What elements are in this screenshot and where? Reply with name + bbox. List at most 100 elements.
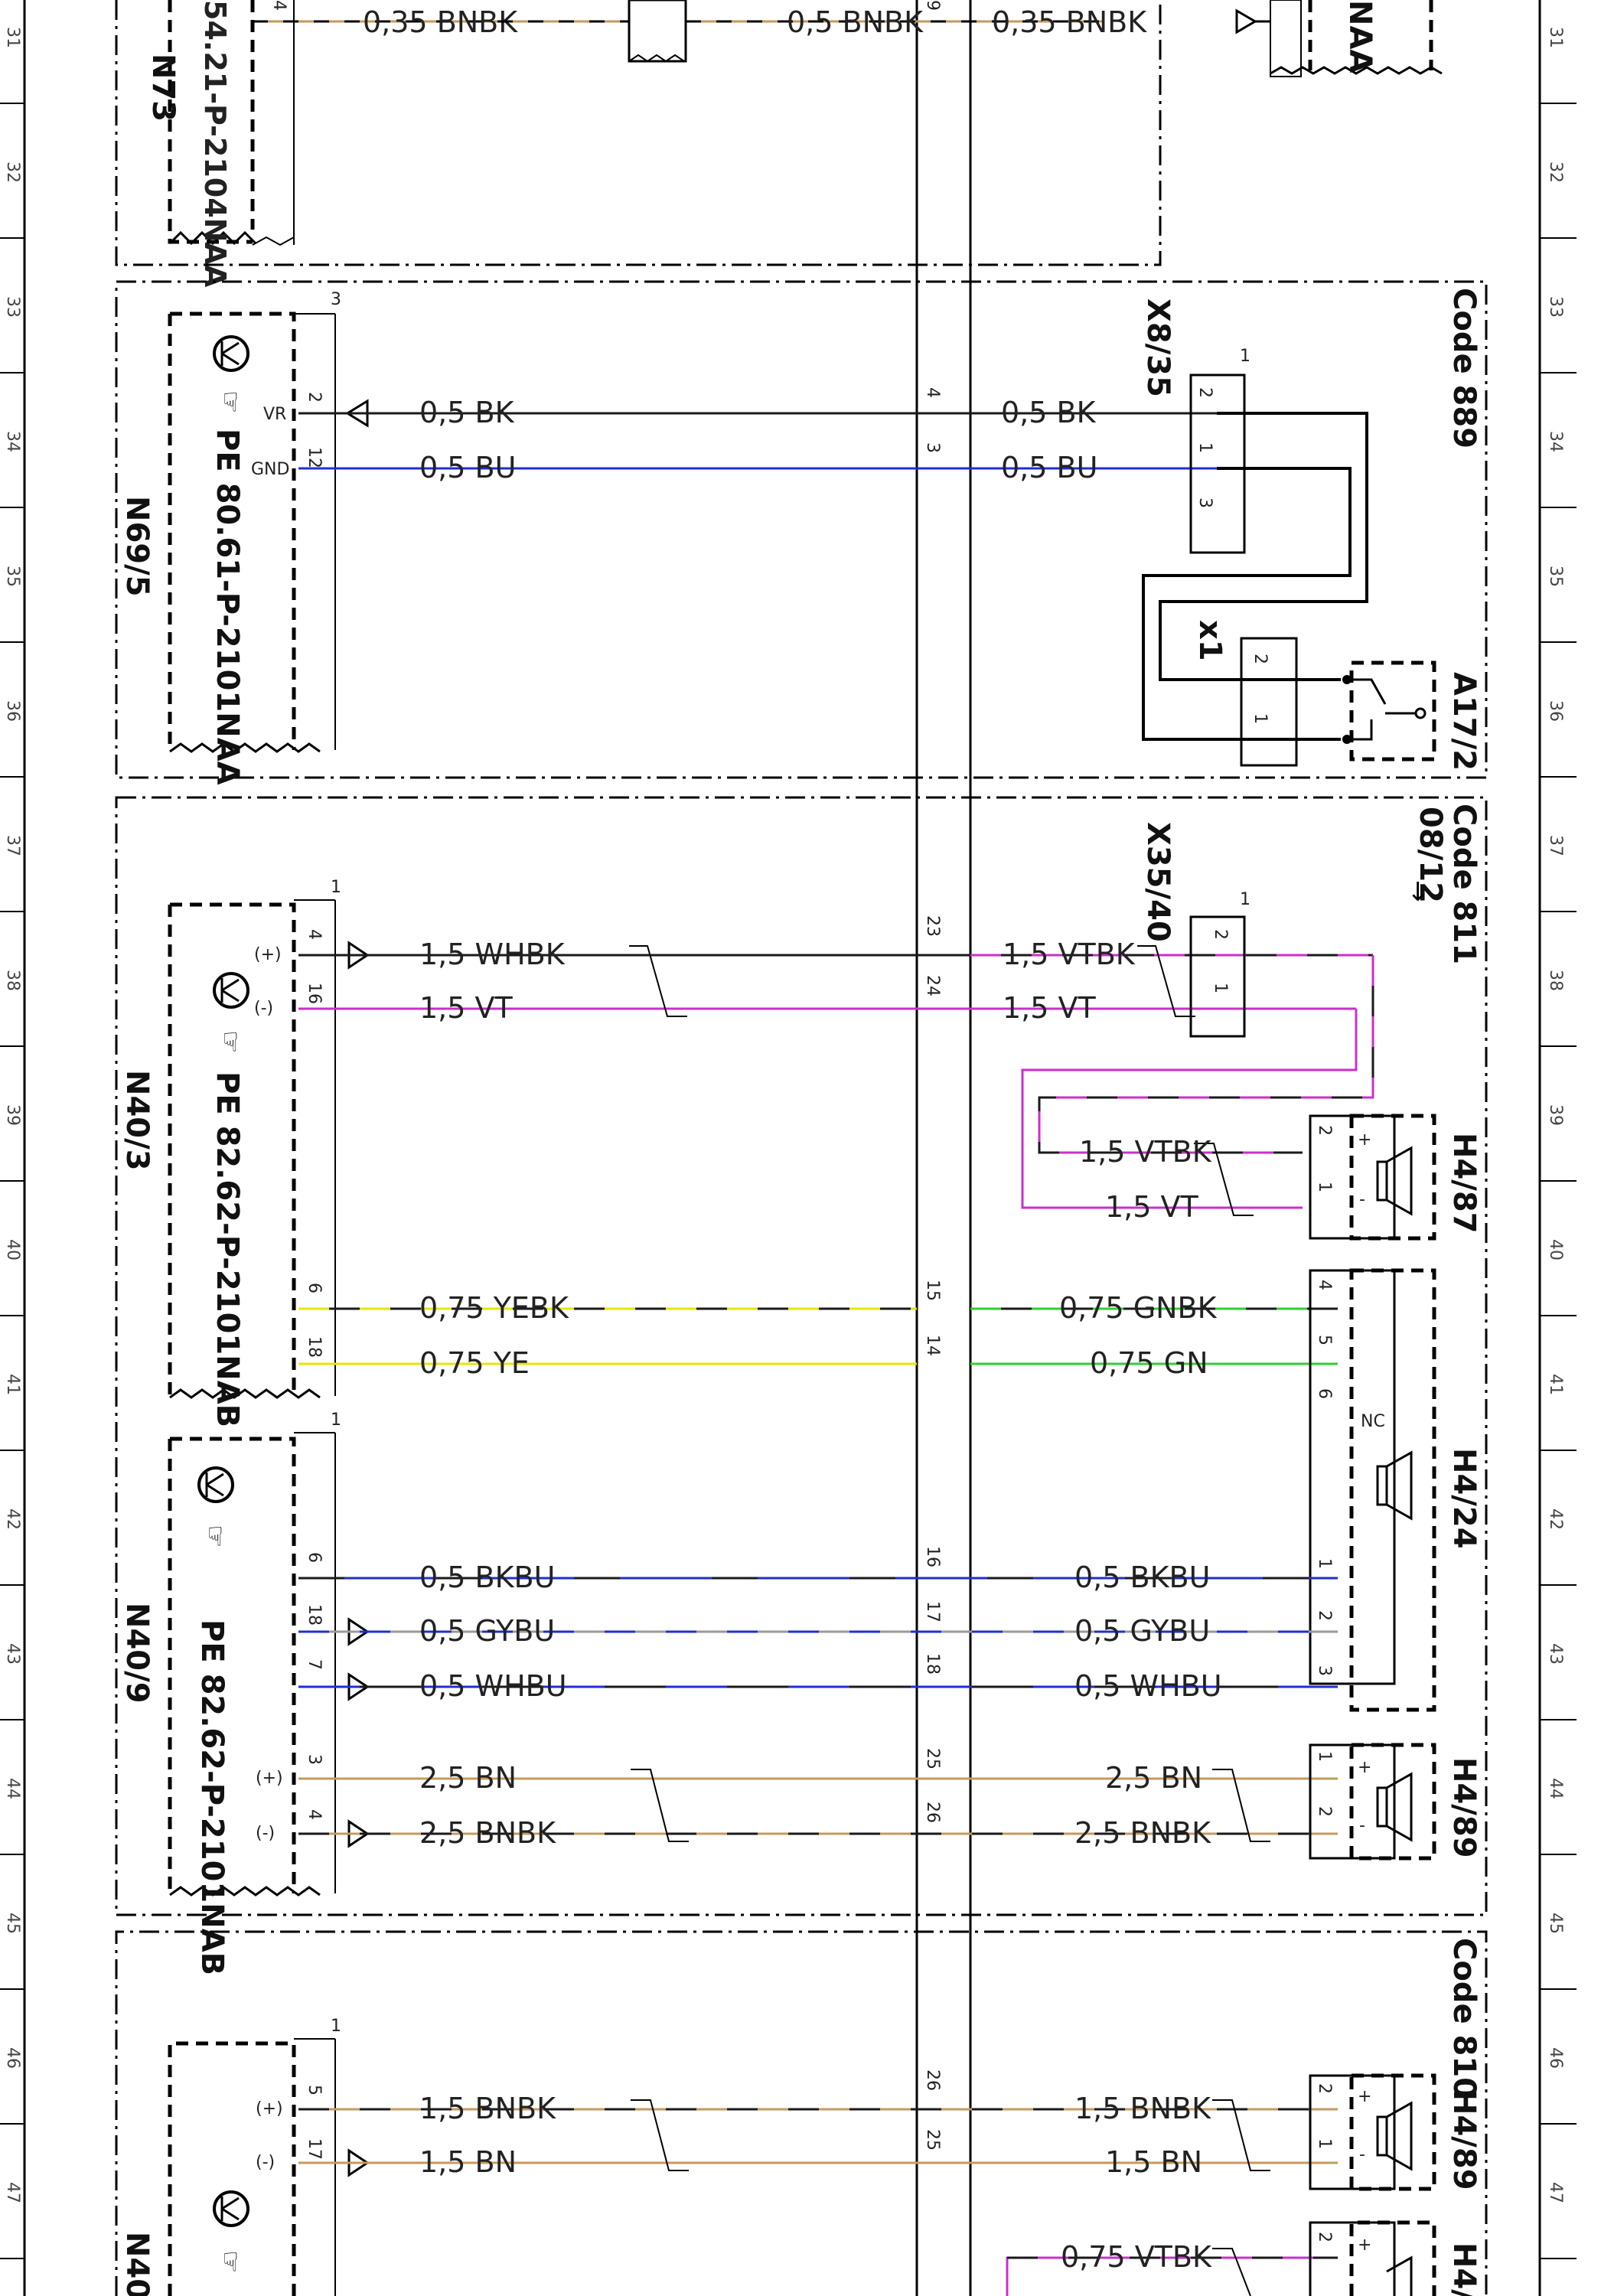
wire-label-811-whbu: 0,5 WHBU	[419, 1669, 567, 1703]
speaker-h4-87	[1349, 1114, 1436, 1241]
connector-x8-35	[1189, 373, 1246, 554]
module-pin-header-889: 3	[331, 290, 341, 309]
wire-label-889-3: 0,5 BK	[1001, 396, 1097, 429]
pin-mid-14: 14	[923, 1335, 942, 1356]
wire-label-top-1: 0,35 BNBK	[363, 5, 518, 39]
wire-label-top-2: 0,5 BNBK	[787, 5, 924, 39]
pin-name-gnd: GND	[251, 460, 289, 479]
pe-label-n69-5: PE 80.61-P-2101NAA	[210, 429, 245, 785]
transistor-icon	[213, 335, 249, 372]
h4-89-pin-2: 2	[1315, 1806, 1334, 1817]
wire-label-811-bnbk-r: 2,5 BNBK	[1074, 1816, 1211, 1850]
module-label-n40: N40/	[119, 2232, 155, 2296]
wire-label-811-vtbk: 1,5 VTBK	[1003, 938, 1136, 971]
row-number-right: 34	[1546, 431, 1565, 452]
h4-24-pin-4: 4	[1315, 1280, 1334, 1290]
x35-40-pin-2: 2	[1211, 929, 1230, 940]
n40-pin-header: 1	[331, 2017, 341, 2036]
wire-label-811-whbk: 1,5 WHBK	[419, 938, 566, 971]
speaker-icon-h4-24	[1376, 1450, 1413, 1521]
pin-mid-18: 18	[923, 1653, 942, 1675]
speaker-icon-h4-partial	[1386, 2255, 1413, 2296]
n40-9-pin-6: 6	[305, 1552, 324, 1563]
wire-label-811-bn-r: 2,5 BN	[1105, 1761, 1202, 1795]
speaker-h4-partial-housing	[1309, 2221, 1396, 2296]
hand-pointer-icon-n40-9: ☞	[200, 1525, 230, 1548]
pin-mid-25: 25	[923, 1748, 942, 1769]
transistor-icon-n40-3	[213, 972, 249, 1009]
connector-label-x8-35: X8/35	[1140, 298, 1175, 397]
row-number-right: 39	[1546, 1104, 1565, 1126]
code-889-label: Code 889	[1446, 288, 1482, 448]
wire-label-811-gybu-r: 0,5 GYBU	[1074, 1614, 1210, 1648]
hand-pointer-icon: ☞	[215, 390, 246, 413]
n40-pin-minus: (-)	[256, 2153, 275, 2172]
x1-pin-2: 2	[1250, 654, 1270, 664]
wire-label-811-bkbu: 0,5 BKBU	[419, 1561, 555, 1594]
x1-pin-1: 1	[1250, 713, 1270, 724]
hand-pointer-icon-n40: ☞	[215, 2250, 246, 2273]
row-number-left: 33	[3, 296, 22, 318]
row-number-left: 41	[3, 1374, 22, 1395]
transistor-icon-n40	[213, 2190, 249, 2227]
antenna-plug-x1	[1240, 637, 1298, 767]
code-811-date: 08/12	[1413, 807, 1448, 903]
wire-label-889-2: 0,5 BU	[419, 451, 516, 484]
n40-9-pin-plus: (+)	[256, 1769, 283, 1788]
pin-mid-16: 16	[923, 1546, 942, 1567]
n40-3-pin-18: 18	[305, 1336, 324, 1358]
row-number-left: 38	[3, 970, 22, 991]
pin-mid-4: 4	[923, 387, 942, 398]
wire-label-811-gnbk: 0,75 GNBK	[1059, 1291, 1218, 1325]
row-number-left: 40	[3, 1239, 22, 1261]
wire-label-810-vtbk: 0,75 VTBK	[1061, 2240, 1212, 2274]
speaker-icon-h4-89-810	[1376, 2101, 1413, 2171]
h4-87-plus: +	[1358, 1130, 1371, 1150]
n40-3-pin-16: 16	[305, 983, 324, 1004]
pe-label-n40-9: PE 82.62-P-2101NAB	[194, 1619, 230, 1975]
row-number-left: 44	[3, 1778, 22, 1799]
wire-label-811-gn: 0,75 GN	[1090, 1346, 1208, 1380]
pin-mid-23: 23	[923, 915, 942, 937]
n40-9-pin-3: 3	[305, 1754, 324, 1765]
speaker-label-h4-partial: H4/	[1446, 2242, 1482, 2296]
code-811-label: Code 811	[1446, 804, 1482, 964]
speaker-h4-89-810	[1349, 2073, 1436, 2191]
row-number-left: 32	[3, 161, 22, 183]
part-number-top-right: NAA	[1342, 0, 1378, 73]
harness-bus	[915, 0, 972, 2296]
row-number-right: 38	[1546, 970, 1565, 991]
row-number-left: 31	[3, 27, 22, 48]
pin-top-mid: 9	[923, 0, 942, 11]
n40-pin-17: 17	[305, 2138, 324, 2160]
h4-87-pin-2: 2	[1315, 1125, 1334, 1136]
row-number-right: 35	[1546, 566, 1565, 587]
row-number-left: 35	[3, 566, 22, 587]
speaker-label-h4-87: H4/87	[1446, 1133, 1482, 1234]
row-number-right: 41	[1546, 1374, 1565, 1395]
module-label-n40-3: N40/3	[119, 1070, 155, 1171]
row-number-left: 45	[3, 1913, 22, 1934]
wire-label-811-whbu-r: 0,5 WHBU	[1074, 1669, 1222, 1703]
wire-label-811-vt: 1,5 VT	[419, 991, 514, 1025]
speaker-label-h4-89-810: H4/89	[1446, 2089, 1482, 2190]
wire-label-top-3: 0,35 BNBK	[992, 5, 1147, 39]
wire-label-811-vt-2: 1,5 VT	[1105, 1190, 1199, 1224]
pin-n69-12: 12	[305, 447, 324, 468]
transistor-icon-n40-9	[197, 1466, 234, 1503]
pin-mid-26-810: 26	[923, 2069, 942, 2091]
connector-label-x35-40: X35/40	[1140, 822, 1175, 942]
wire-label-811-bnbk: 2,5 BNBK	[419, 1816, 556, 1850]
pin-mid-17: 17	[923, 1601, 942, 1623]
row-number-right: 42	[1546, 1508, 1565, 1530]
wire-label-889-4: 0,5 BU	[1001, 451, 1097, 484]
n40-9-pin-4: 4	[305, 1809, 324, 1820]
h4-89-plus: +	[1358, 1758, 1371, 1777]
row-number-right: 43	[1546, 1643, 1565, 1665]
n40-9-pin-minus: (-)	[256, 1824, 275, 1843]
h4-24-pin-2: 2	[1315, 1610, 1334, 1621]
row-number-left: 46	[3, 2047, 22, 2069]
n40-3-pin-minus: (-)	[254, 999, 273, 1018]
row-number-left: 42	[3, 1508, 22, 1530]
